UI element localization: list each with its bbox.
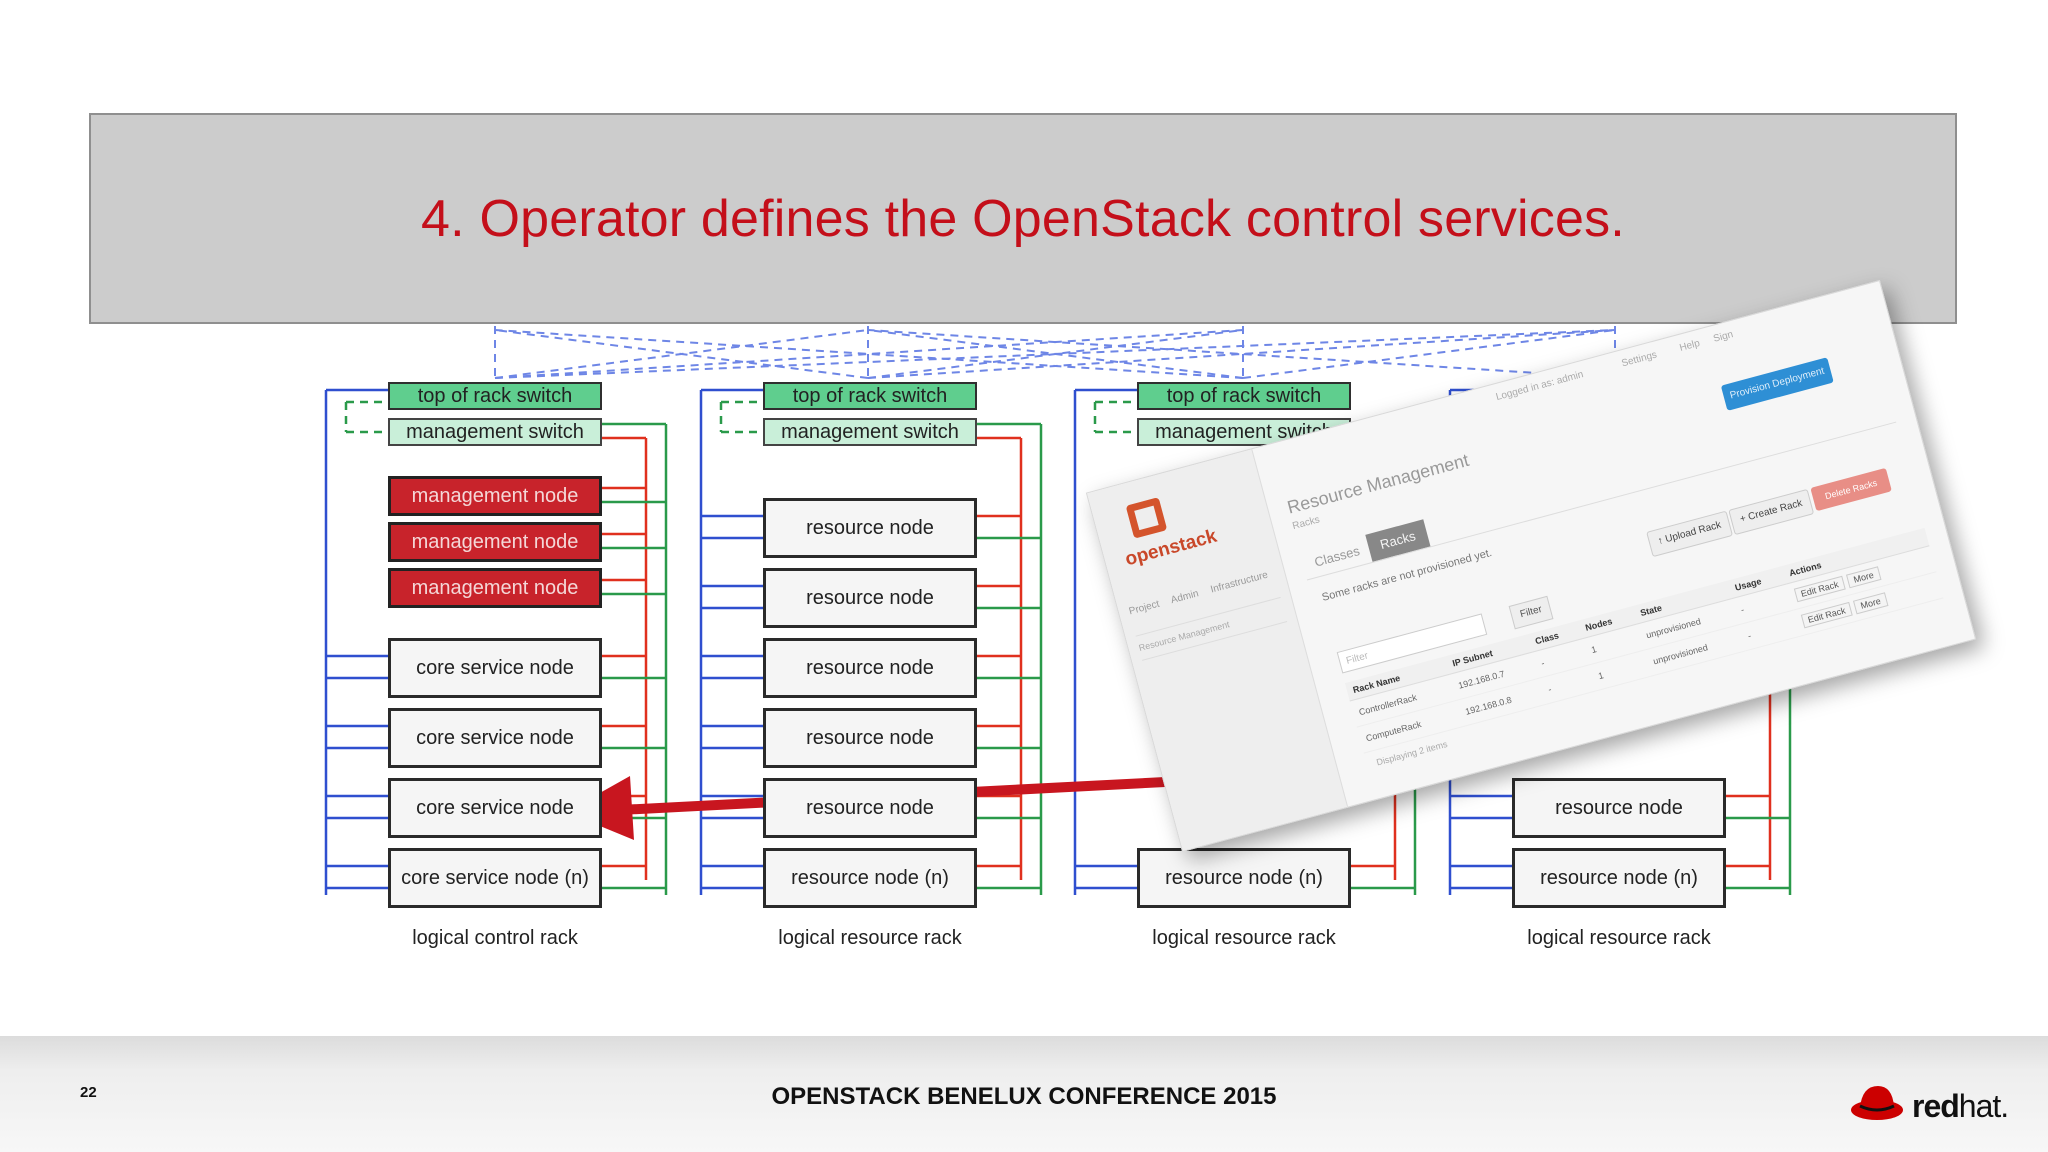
redhat-wordmark-rest: hat. <box>1958 1088 2009 1124</box>
core-service-node: core service node <box>388 708 602 768</box>
redhat-wordmark: redhat. <box>1912 1088 2009 1125</box>
core-service-node: core service node (n) <box>388 848 602 908</box>
management-switch: management switch <box>388 418 602 446</box>
management-node: management node <box>388 522 602 562</box>
more-button[interactable]: More <box>1853 592 1889 615</box>
management-node: management node <box>388 568 602 608</box>
footer-band <box>0 1036 2048 1152</box>
create-rack-label: Create Rack <box>1747 497 1804 523</box>
conference-footer: OPENSTACK BENELUX CONFERENCE 2015 <box>771 1083 1277 1110</box>
sign-out-link[interactable]: Sign <box>1712 329 1735 345</box>
redhat-logo-icon <box>1851 1086 1903 1120</box>
filter-button[interactable]: Filter <box>1508 595 1554 630</box>
top-of-rack-switch: top of rack switch <box>388 382 602 410</box>
more-button[interactable]: More <box>1846 566 1882 589</box>
top-of-rack-switch: top of rack switch <box>1137 382 1351 410</box>
management-switch: management switch <box>763 418 977 446</box>
provision-deployment-button[interactable]: Provision Deployment <box>1720 357 1834 411</box>
rack-label: logical control rack <box>412 927 578 949</box>
openstack-logo-icon <box>1125 497 1168 539</box>
create-rack-button[interactable]: + Create Rack <box>1728 488 1815 536</box>
resource-node: resource node (n) <box>1512 848 1726 908</box>
upload-rack-label: Upload Rack <box>1664 519 1723 546</box>
tab-classes[interactable]: Classes <box>1312 543 1362 570</box>
resource-node: resource node <box>763 568 977 628</box>
rack-label: logical resource rack <box>778 927 962 949</box>
delete-racks-button[interactable]: Delete Racks <box>1810 467 1892 512</box>
slide-title: 4. Operator defines the OpenStack contro… <box>421 189 1625 248</box>
resource-node: resource node (n) <box>1137 848 1351 908</box>
resource-node: resource node <box>763 638 977 698</box>
settings-link[interactable]: Settings <box>1620 349 1659 370</box>
tab-infrastructure[interactable]: Infrastructure <box>1209 569 1270 596</box>
management-node: management node <box>388 476 602 516</box>
slide-number: 22 <box>80 1084 97 1101</box>
help-link[interactable]: Help <box>1678 337 1702 354</box>
resource-node: resource node <box>763 778 977 838</box>
resource-node: resource node (n) <box>763 848 977 908</box>
rack-label: logical resource rack <box>1152 927 1336 949</box>
tab-admin[interactable]: Admin <box>1169 588 1200 607</box>
upload-rack-button[interactable]: ↑ Upload Rack <box>1646 510 1734 558</box>
top-of-rack-switch: top of rack switch <box>763 382 977 410</box>
tab-project[interactable]: Project <box>1127 598 1161 618</box>
edit-rack-button[interactable]: Edit Rack <box>1800 601 1853 629</box>
core-service-node: core service node <box>388 638 602 698</box>
screenshot-heading: Resource Management <box>1285 449 1472 518</box>
rack-label: logical resource rack <box>1527 927 1711 949</box>
resource-node: resource node <box>763 708 977 768</box>
dashed-uplinks <box>494 326 1616 385</box>
core-service-node: core service node <box>388 778 602 838</box>
resource-node: resource node <box>763 498 977 558</box>
title-bar: 4. Operator defines the OpenStack contro… <box>89 113 1957 324</box>
resource-node: resource node <box>1512 778 1726 838</box>
redhat-wordmark-bold: red <box>1912 1088 1960 1124</box>
